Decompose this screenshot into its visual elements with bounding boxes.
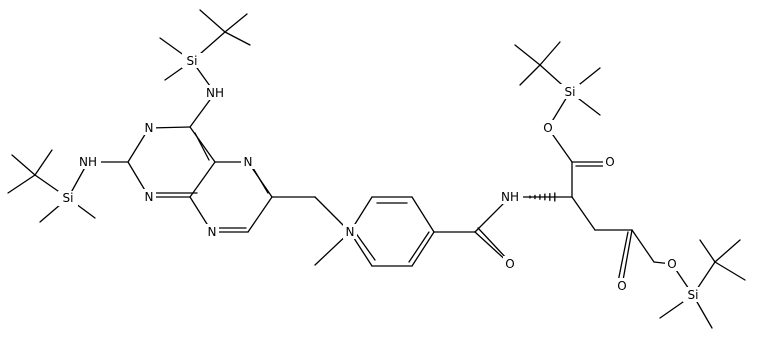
bond [34, 149, 53, 176]
atom-o-amide: O [505, 257, 514, 271]
bond [411, 196, 435, 233]
bonds [7, 9, 746, 329]
bond [224, 13, 248, 33]
atom-o-ester2: O [667, 257, 676, 271]
bond [189, 161, 216, 198]
bond [617, 231, 629, 283]
bond [11, 154, 36, 176]
atom-n-ring2: N [145, 190, 154, 204]
bond [252, 167, 269, 194]
bond [354, 231, 376, 261]
atom-si-left: Si [63, 191, 74, 205]
bond [714, 261, 746, 281]
bond [224, 31, 251, 46]
bond [477, 227, 509, 261]
bond [514, 44, 541, 66]
atom-nh-amide: NH [501, 190, 519, 204]
bond [199, 9, 226, 33]
bond [411, 231, 435, 267]
bond [699, 239, 716, 263]
atom-n-ring3: N [244, 155, 253, 169]
atom-labels: N N N N NH NH Si Si N NH O O O Si O O Si [58, 53, 703, 302]
bond [714, 239, 741, 263]
atom-nh-left: NH [79, 155, 97, 169]
bond [631, 229, 655, 263]
bond [247, 196, 273, 233]
bond [189, 126, 216, 163]
bond [519, 64, 541, 86]
atom-si-top: Si [187, 54, 198, 68]
bond [408, 231, 430, 263]
atom-o-ester1: O [543, 121, 552, 135]
bond [539, 41, 561, 66]
atom-n-methyl: N [346, 225, 355, 239]
bond [571, 196, 596, 231]
atom-si-ester1: Si [565, 85, 576, 99]
atom-n-ring4: N [208, 225, 217, 239]
bond [621, 229, 633, 287]
bond [194, 132, 210, 161]
bond [7, 174, 36, 194]
atom-nh-top: NH [206, 86, 224, 100]
atom-n-ring1: N [145, 121, 154, 135]
atom-si-ester2: Si [688, 288, 699, 302]
atom-o-carbonyl2: O [617, 279, 626, 293]
atom-o-carbonyl1: O [605, 155, 614, 169]
